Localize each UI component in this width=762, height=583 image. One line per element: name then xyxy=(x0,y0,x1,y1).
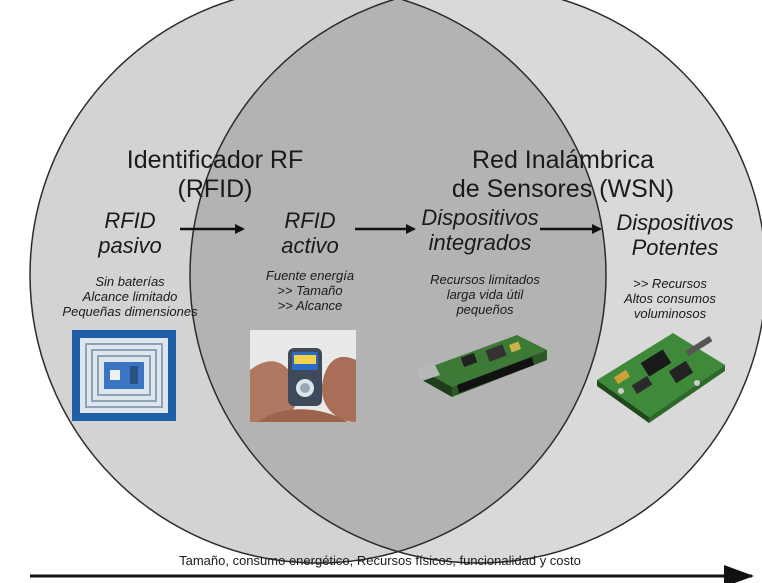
wsn-circle-title: Red Inalámbrica de Sensores (WSN) xyxy=(451,146,675,203)
stage-details-rfid-pasivo: Sin baterías Alcance limitado Pequeñas d… xyxy=(62,274,198,319)
sensor-board-icon xyxy=(416,335,547,397)
rfid-circle-outline xyxy=(29,0,607,564)
stage-details-dispositivos-integrados: Recursos limitados larga vida útil peque… xyxy=(430,272,540,317)
wsn-circle-outline xyxy=(189,0,762,564)
stage-title-rfid-activo: RFID activo xyxy=(281,208,339,258)
motherboard-icon xyxy=(597,333,725,423)
stage-title-rfid-pasivo: RFID pasivo xyxy=(98,208,162,258)
active-tag-icon xyxy=(250,330,356,422)
stage-details-dispositivos-potentes: >> Recursos Altos consumos voluminosos xyxy=(624,276,716,321)
rfid-circle-title: Identificador RF (RFID) xyxy=(126,146,304,203)
stage-title-dispositivos-integrados: Dispositivos integrados xyxy=(421,205,539,255)
rfid-tag-icon xyxy=(72,330,176,421)
axis-label: Tamaño, consumo energético, Recursos fís… xyxy=(179,553,581,568)
stage-details-rfid-activo: Fuente energía >> Tamaño >> Alcance xyxy=(265,268,355,313)
stage-title-dispositivos-potentes: Dispositivos Potentes xyxy=(616,210,734,260)
